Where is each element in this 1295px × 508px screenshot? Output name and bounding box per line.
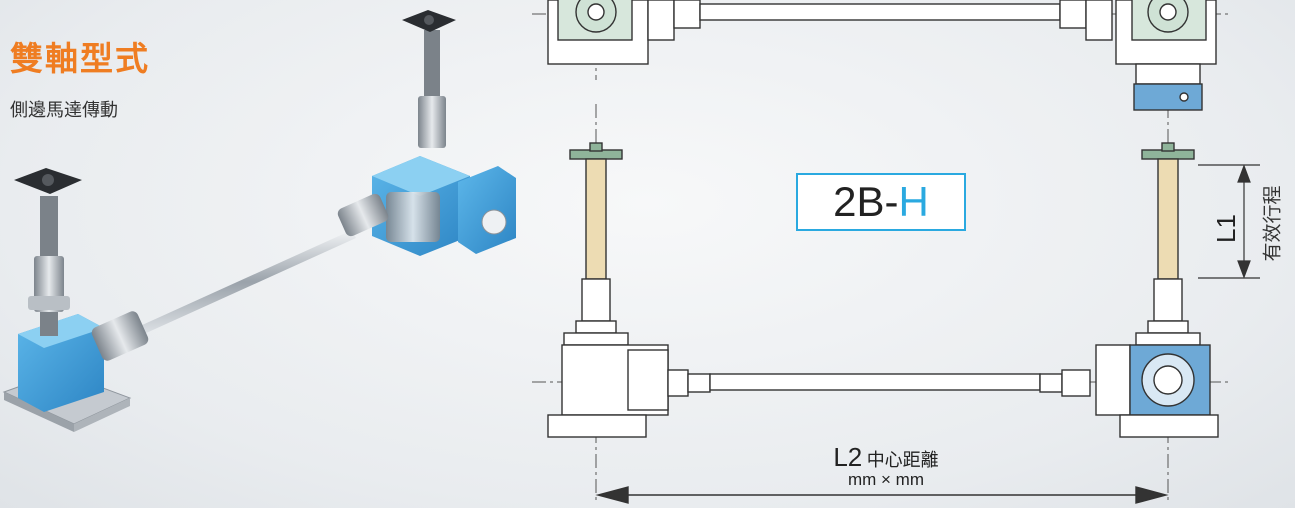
dim-l1 — [1198, 164, 1260, 279]
model-label: 2B-H — [796, 173, 966, 231]
shaft-drawing — [709, 373, 1041, 391]
page-title: 雙軸型式 — [10, 39, 150, 78]
dim-l2-label: L2 — [833, 442, 863, 472]
right-coupling — [337, 193, 389, 237]
top-view — [547, 0, 1217, 111]
jack-illustration — [2, 10, 516, 432]
technical-drawing — [532, 0, 1260, 504]
left-coupling — [91, 311, 149, 361]
model-code: 2B- — [833, 178, 899, 225]
model-suffix: H — [898, 178, 929, 225]
motor-box — [1133, 83, 1203, 111]
dim-l2 — [595, 486, 1169, 504]
stroke-label: 有效行程 — [1261, 185, 1284, 262]
connecting-shaft — [140, 230, 356, 334]
left-jack-drawing — [547, 142, 711, 438]
dim-l2-annotation: L2 中心距離 mm × mm — [786, 442, 986, 490]
page-subtitle: 側邊馬達傳動 — [10, 100, 118, 121]
right-jack-drawing — [1039, 142, 1219, 438]
dim-l2-units: mm × mm — [847, 470, 925, 490]
right-motor-housing — [458, 166, 516, 254]
dim-l1-label: L1 — [1210, 214, 1241, 243]
dim-l2-desc: 中心距離 — [866, 450, 939, 471]
